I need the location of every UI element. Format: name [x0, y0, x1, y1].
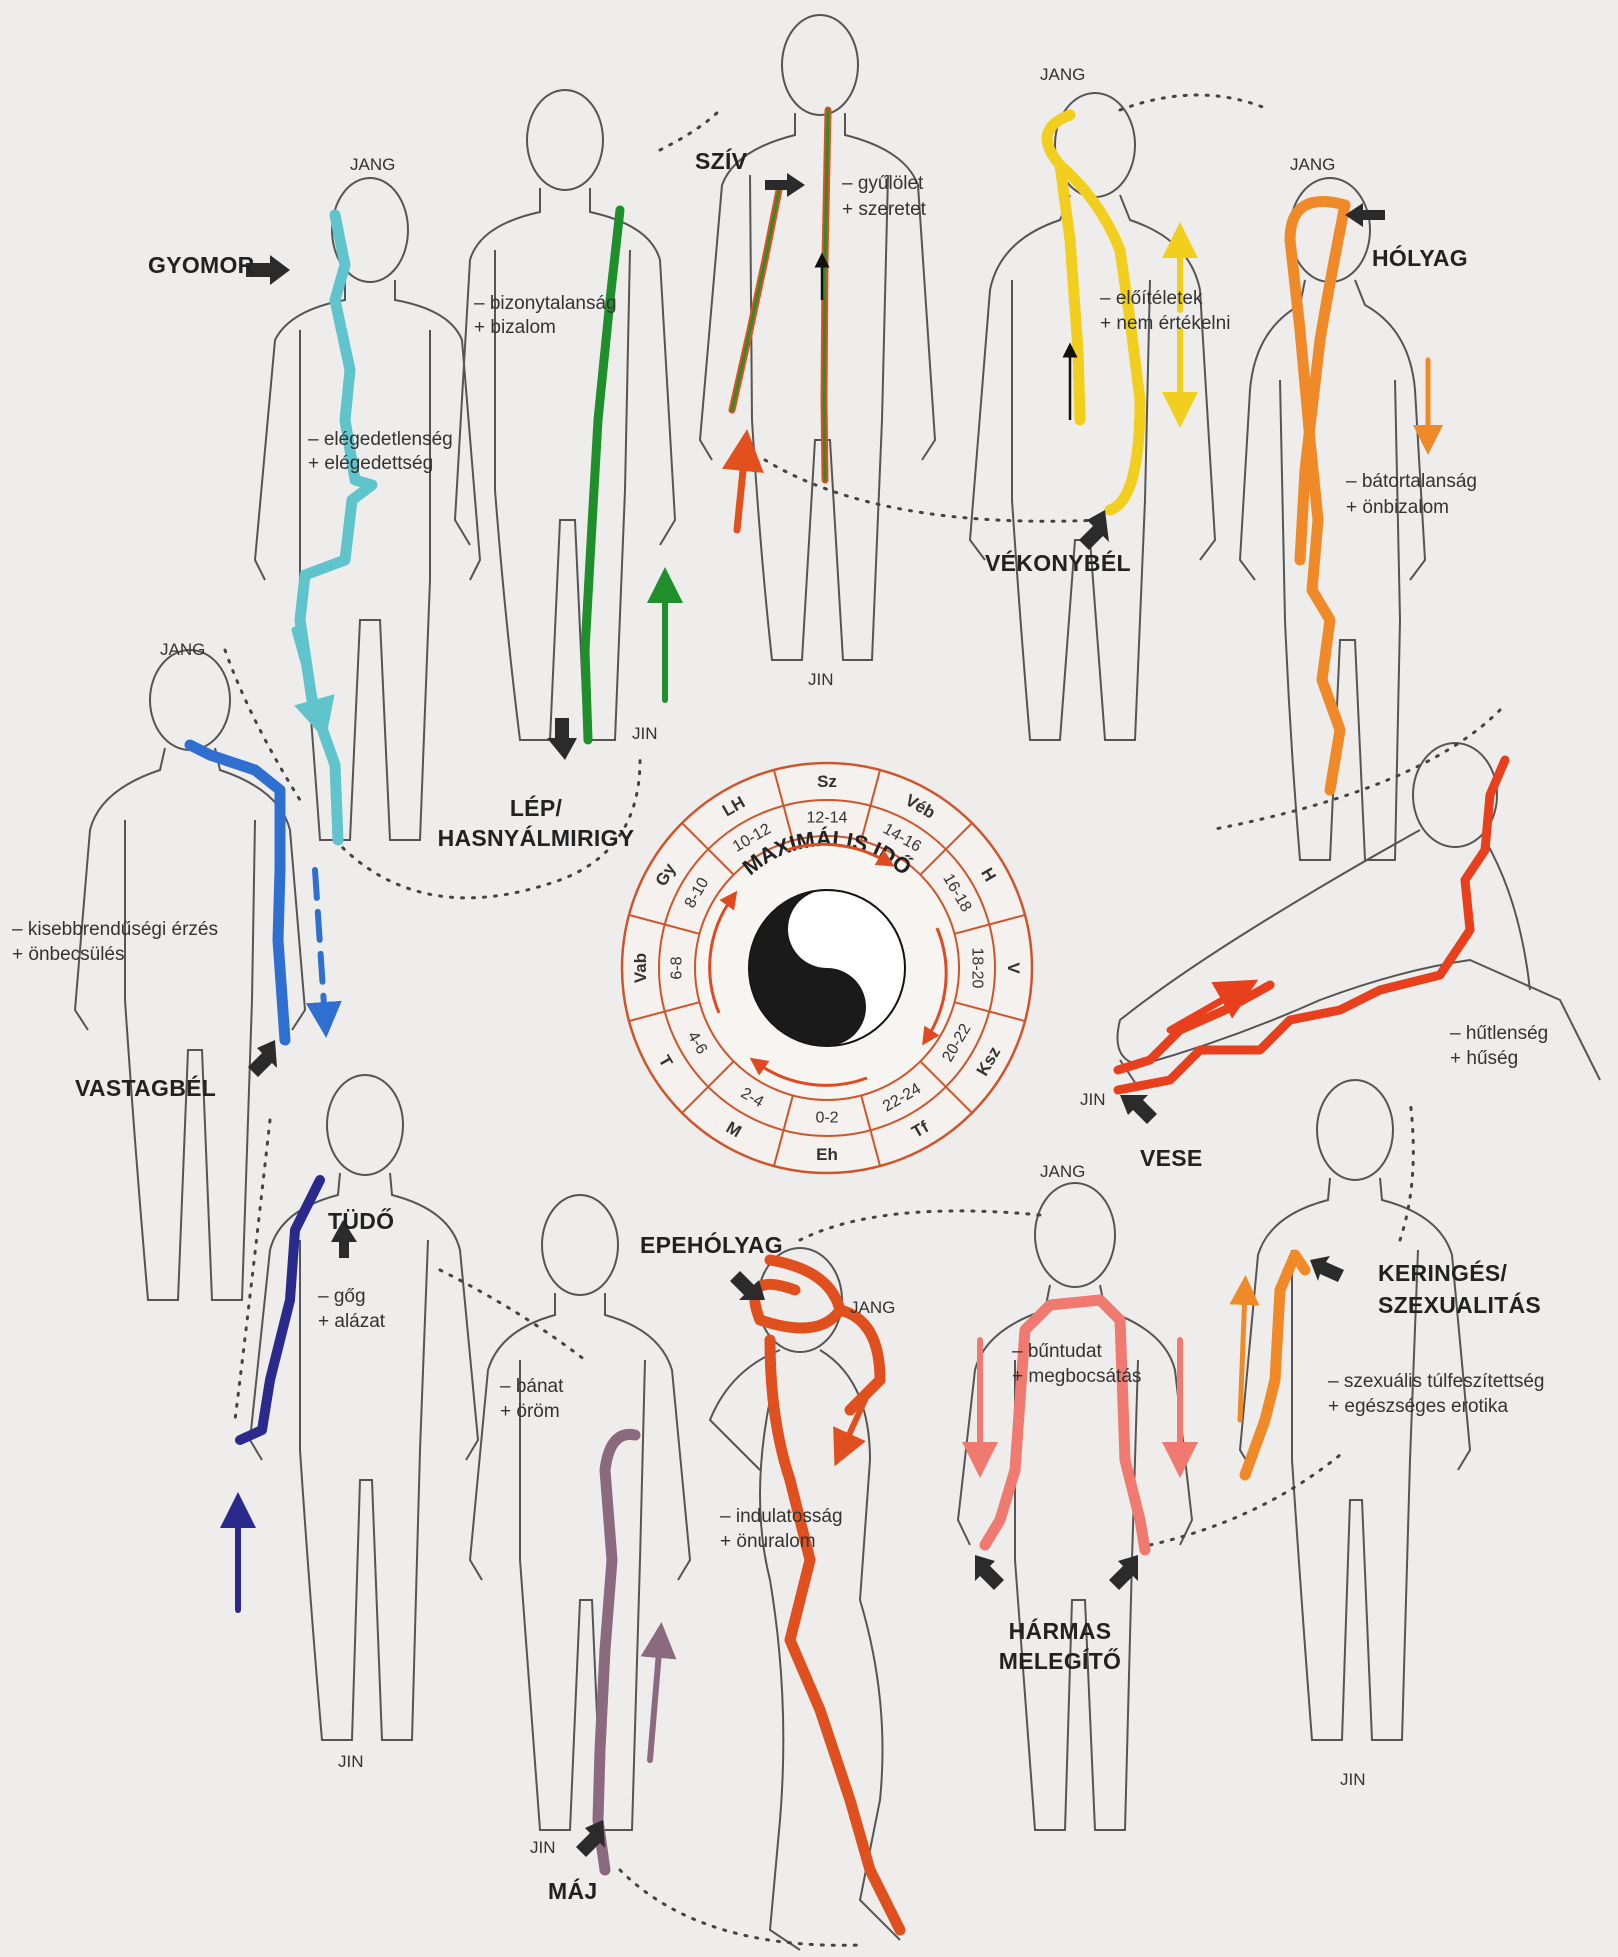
- pole-sziv: JIN: [808, 670, 834, 690]
- emotion-vese-pos: + hűség: [1450, 1047, 1518, 1071]
- figure-gyomor: [255, 178, 480, 840]
- wheel-sector-time: 0-2: [815, 1110, 838, 1127]
- pole-vese: JIN: [1080, 1090, 1106, 1110]
- pole-epeholyag: JANG: [850, 1298, 895, 1318]
- label-maj: MÁJ: [548, 1878, 597, 1905]
- label-vese: VESE: [1140, 1145, 1203, 1172]
- wheel-sector-code: Vab: [631, 953, 650, 983]
- emotion-sziv-neg: – gyűlölet: [842, 172, 923, 196]
- figure-maj: [470, 1195, 690, 1830]
- label-lep-line2: HASNYÁLMIRIGY: [426, 825, 646, 852]
- figure-vekonybel: [970, 93, 1215, 740]
- pointer-harmas-right: [1109, 1555, 1138, 1590]
- pole-gyomor: JANG: [350, 155, 395, 175]
- wheel-sector-time: 18-20: [969, 948, 986, 989]
- pointer-vastagbel: [248, 1040, 277, 1077]
- emotion-gyomor-pos: + elégedettség: [308, 452, 433, 476]
- pole-harmas: JANG: [1040, 1162, 1085, 1182]
- emotion-holyag-pos: + önbizalom: [1346, 496, 1449, 520]
- label-holyag: HÓLYAG: [1372, 245, 1468, 272]
- label-sziv: SZÍV: [695, 148, 747, 175]
- meridian-lep-path: [585, 210, 620, 740]
- label-harmas-line1: HÁRMAS: [960, 1618, 1160, 1645]
- pole-keringes: JIN: [1340, 1770, 1366, 1790]
- emotion-harmas-pos: + megbocsátás: [1012, 1365, 1141, 1389]
- emotion-sziv-pos: + szeretet: [842, 198, 926, 222]
- figure-harmas: [958, 1183, 1192, 1830]
- label-harmas-line2: MELEGÍTŐ: [960, 1648, 1160, 1675]
- wheel-sector-time: 12-14: [807, 810, 848, 827]
- pole-tudo: JIN: [338, 1752, 364, 1772]
- label-vekonybel: VÉKONYBÉL: [985, 550, 1131, 577]
- meridian-tudo-path: [240, 1180, 320, 1440]
- wheel-sector-code: Eh: [816, 1145, 838, 1164]
- emotion-keringes-pos: + egészséges erotika: [1328, 1395, 1508, 1419]
- meridian-maj-path: [598, 1434, 635, 1870]
- pointer-vese: [1120, 1095, 1157, 1124]
- pointer-keringes: [1310, 1256, 1344, 1282]
- meridian-epeholyag-path: [755, 1260, 900, 1930]
- emotion-maj-neg: – bánat: [500, 1375, 563, 1399]
- emotion-maj-pos: + öröm: [500, 1400, 560, 1424]
- emotion-lep-pos: + bizalom: [474, 316, 556, 340]
- label-vastagbel: VASTAGBÉL: [75, 1075, 216, 1102]
- wheel-sector-code: Sz: [817, 772, 837, 791]
- emotion-vekonybel-neg: – előítéletek: [1100, 287, 1202, 311]
- emotion-harmas-neg: – bűntudat: [1012, 1340, 1102, 1364]
- emotion-tudo-pos: + alázat: [318, 1310, 385, 1334]
- label-lep-line1: LÉP/: [426, 795, 646, 822]
- figure-tudo: [250, 1075, 478, 1740]
- meridian-harmas-path: [985, 1300, 1145, 1550]
- emotion-lep-neg: – bizonytalanság: [474, 292, 617, 316]
- figure-sziv: [700, 15, 935, 660]
- emotion-tudo-neg: – gőg: [318, 1285, 366, 1309]
- label-keringes-line1: KERINGÉS/: [1378, 1260, 1507, 1287]
- meridian-vastagbel-path: [190, 745, 285, 1040]
- pole-lep: JIN: [632, 724, 658, 744]
- label-gyomor: GYOMOR: [148, 252, 255, 279]
- pointer-sziv: [765, 173, 805, 197]
- pointer-epeholyag: [730, 1271, 765, 1300]
- yin-yang-symbol: [749, 890, 905, 1046]
- label-tudo: TÜDŐ: [328, 1208, 394, 1235]
- meridian-vese-path: [1118, 760, 1505, 1090]
- emotion-vastagbel-neg: – kisebbrendűségi érzés: [12, 918, 218, 942]
- emotion-vastagbel-pos: + önbecsülés: [12, 943, 125, 967]
- wheel-sector-code: V: [1004, 962, 1023, 974]
- wheel-sector-time: 6-8: [669, 956, 686, 979]
- emotion-vese-neg: – hűtlenség: [1450, 1022, 1548, 1046]
- pole-vastagbel: JANG: [160, 640, 205, 660]
- pointer-vekonybel: [1079, 510, 1109, 550]
- pole-maj: JIN: [530, 1838, 556, 1858]
- emotion-holyag-neg: – bátortalanság: [1346, 470, 1477, 494]
- label-keringes-line2: SZEXUALITÁS: [1378, 1292, 1541, 1319]
- emotion-vekonybel-pos: + nem értékelni: [1100, 312, 1230, 336]
- figure-lep: [455, 90, 675, 740]
- emotion-keringes-neg: – szexuális túlfeszítettség: [1328, 1370, 1545, 1394]
- label-epeholyag: EPEHÓLYAG: [640, 1232, 783, 1259]
- emotion-epeholyag-neg: – indulatosság: [720, 1505, 843, 1529]
- pointer-harmas-left: [975, 1555, 1004, 1590]
- pole-holyag: JANG: [1290, 155, 1335, 175]
- emotion-gyomor-neg: – elégedetlenség: [308, 428, 453, 452]
- emotion-epeholyag-pos: + önuralom: [720, 1530, 816, 1554]
- pole-vekonybel: JANG: [1040, 65, 1085, 85]
